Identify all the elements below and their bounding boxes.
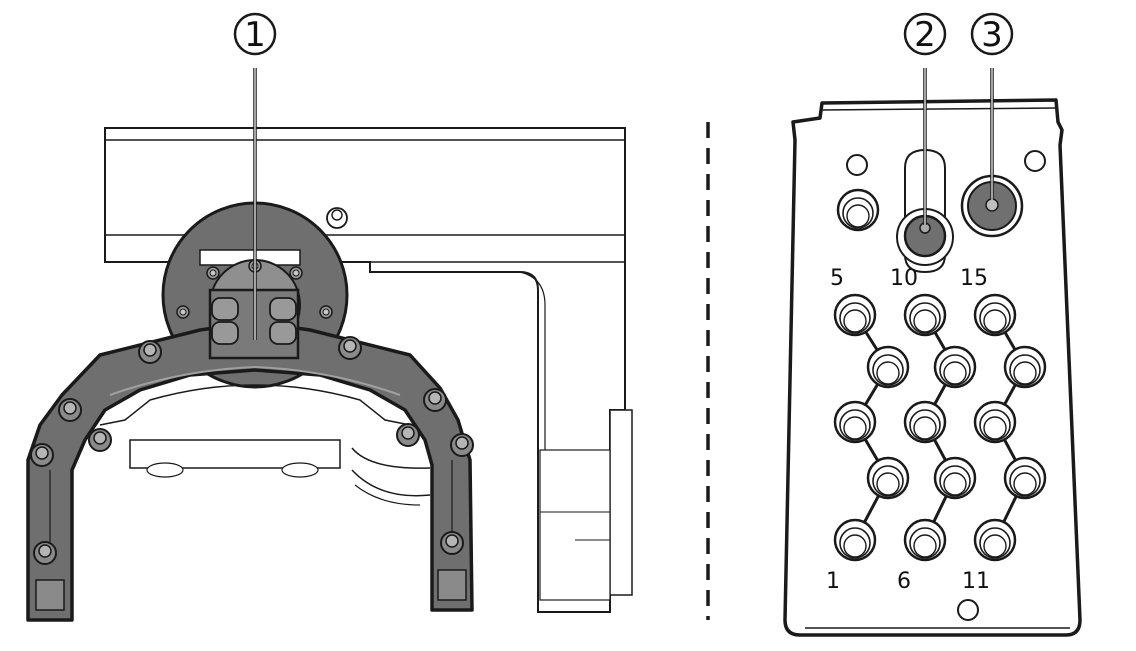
connector-plate: 5 10 15 1 6 11 — [783, 98, 1082, 637]
bolt-icon — [58, 398, 82, 422]
bolt-icon — [396, 423, 420, 447]
bolt-icon — [450, 433, 474, 457]
terminal-label-10: 10 — [890, 266, 918, 291]
mount-hole-icon — [957, 599, 979, 621]
bolt-icon — [30, 443, 54, 467]
callout-1-label: 1 — [244, 15, 266, 55]
callout-2: 2 — [903, 12, 947, 56]
bolt-icon — [33, 541, 57, 565]
terminal-label-5: 5 — [830, 266, 844, 291]
bolt-icon — [423, 388, 447, 412]
bolt-icon — [138, 340, 162, 364]
terminal-label-15: 15 — [960, 266, 988, 291]
port-connector-icon — [836, 188, 880, 232]
callout-2-label: 2 — [914, 15, 936, 55]
terminal-label-11: 11 — [962, 569, 990, 594]
bolt-icon — [338, 336, 362, 360]
terminal-label-6: 6 — [897, 569, 911, 594]
bolt-icon — [88, 428, 112, 452]
callout-1: 1 — [233, 12, 277, 56]
terminal-label-1: 1 — [826, 569, 840, 594]
mount-hole-icon — [1024, 150, 1046, 172]
bolt-icon — [440, 531, 464, 555]
mount-hole-icon — [846, 154, 868, 176]
callout-3-label: 3 — [981, 15, 1003, 55]
callout-3: 3 — [970, 12, 1014, 56]
